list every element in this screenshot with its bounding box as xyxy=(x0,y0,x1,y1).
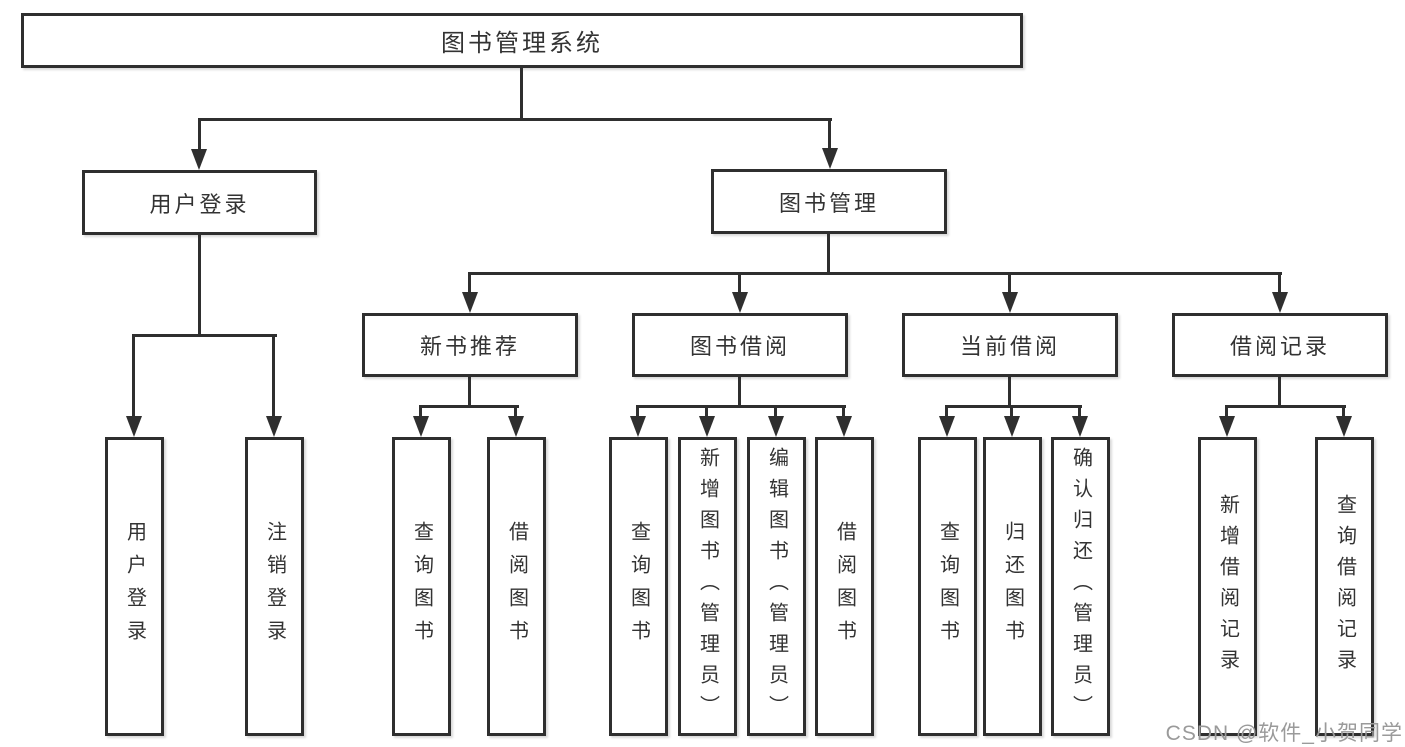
arrowhead xyxy=(1072,416,1088,437)
connector-line xyxy=(520,68,523,121)
watermark: CSDN @软件_小贺同学 xyxy=(1165,722,1403,745)
arrowhead xyxy=(1219,416,1235,437)
leaf-rec-borrow-book-label: 借阅图书 xyxy=(505,520,528,653)
arrowhead xyxy=(732,292,748,313)
connector-line xyxy=(827,234,830,275)
leaf-cb-query-book: 查询图书 xyxy=(918,437,977,736)
leaf-cb-return-book-label: 归还图书 xyxy=(1001,520,1024,653)
connector-line xyxy=(636,405,846,408)
arrowhead xyxy=(822,148,838,169)
leaf-bb-query-book: 查询图书 xyxy=(609,437,668,736)
arrowhead xyxy=(126,416,142,437)
leaf-user-login: 用户登录 xyxy=(105,437,164,736)
connector-line xyxy=(1225,405,1228,419)
leaf-br-query-record: 查询借阅记录 xyxy=(1315,437,1374,736)
connector-line xyxy=(828,118,831,151)
leaf-cb-confirm-return-admin: 确认归还（管理员） xyxy=(1051,437,1110,736)
leaf-rec-query-book-label: 查询图书 xyxy=(410,520,433,653)
connector-line xyxy=(1278,272,1281,294)
arrowhead xyxy=(1272,292,1288,313)
connector-line xyxy=(419,405,519,408)
leaf-bb-add-book-admin: 新增图书（管理员） xyxy=(678,437,737,736)
node-current-borrow: 当前借阅 xyxy=(902,313,1118,377)
arrowhead xyxy=(1002,292,1018,313)
connector-line xyxy=(1078,405,1081,419)
leaf-bb-query-book-label: 查询图书 xyxy=(627,520,650,653)
arrowhead xyxy=(462,292,478,313)
arrowhead xyxy=(1004,416,1020,437)
leaf-bb-edit-book-admin: 编辑图书（管理员） xyxy=(747,437,806,736)
connector-line xyxy=(842,405,845,419)
leaf-logout: 注销登录 xyxy=(245,437,304,736)
connector-line xyxy=(1008,377,1011,408)
connector-line xyxy=(514,405,517,419)
leaf-rec-borrow-book: 借阅图书 xyxy=(487,437,546,736)
connector-line xyxy=(132,334,277,337)
connector-line xyxy=(1342,405,1345,419)
arrowhead xyxy=(1336,416,1352,437)
connector-line xyxy=(132,334,135,419)
connector-line xyxy=(468,272,1282,275)
node-book-management: 图书管理 xyxy=(711,169,947,234)
arrowhead xyxy=(699,416,715,437)
connector-line xyxy=(774,405,777,419)
connector-line xyxy=(1010,405,1013,419)
leaf-bb-add-book-admin-label: 新增图书（管理员） xyxy=(696,447,719,726)
arrowhead xyxy=(836,416,852,437)
node-book-management-label: 图书管理 xyxy=(778,190,879,216)
node-root: 图书管理系统 xyxy=(21,13,1023,68)
arrowhead xyxy=(191,149,207,170)
node-borrow-records-label: 借阅记录 xyxy=(1229,334,1330,359)
leaf-br-query-record-label: 查询借阅记录 xyxy=(1333,493,1356,680)
connector-line xyxy=(1225,405,1346,408)
arrowhead xyxy=(939,416,955,437)
connector-line xyxy=(945,405,1082,408)
leaf-br-add-record-label: 新增借阅记录 xyxy=(1216,493,1239,680)
leaf-rec-query-book: 查询图书 xyxy=(392,437,451,736)
node-user-login: 用户登录 xyxy=(82,170,317,235)
connector-line xyxy=(1278,377,1281,408)
arrowhead xyxy=(768,416,784,437)
leaf-bb-edit-book-admin-label: 编辑图书（管理员） xyxy=(765,447,788,726)
connector-line xyxy=(468,377,471,408)
leaf-user-login-label: 用户登录 xyxy=(123,520,146,653)
node-new-book-recommend: 新书推荐 xyxy=(362,313,578,377)
node-book-borrow-label: 图书借阅 xyxy=(689,334,790,359)
connector-line xyxy=(419,405,422,419)
connector-line xyxy=(468,272,471,294)
node-borrow-records: 借阅记录 xyxy=(1172,313,1388,377)
node-book-borrow: 图书借阅 xyxy=(632,313,848,377)
leaf-br-add-record: 新增借阅记录 xyxy=(1198,437,1257,736)
node-current-borrow-label: 当前借阅 xyxy=(959,334,1060,359)
arrowhead xyxy=(508,416,524,437)
connector-line xyxy=(198,118,201,151)
connector-line xyxy=(705,405,708,419)
node-new-book-recommend-label: 新书推荐 xyxy=(419,334,520,359)
connector-line xyxy=(1008,272,1011,294)
connector-line xyxy=(636,405,639,419)
leaf-bb-borrow-book-label: 借阅图书 xyxy=(833,520,856,653)
leaf-cb-confirm-return-admin-label: 确认归还（管理员） xyxy=(1069,447,1092,726)
connector-line xyxy=(738,377,741,408)
connector-line xyxy=(738,272,741,294)
arrowhead xyxy=(630,416,646,437)
connector-line xyxy=(198,118,832,121)
arrowhead xyxy=(413,416,429,437)
node-user-login-label: 用户登录 xyxy=(149,191,250,217)
connector-line xyxy=(272,334,275,419)
leaf-logout-label: 注销登录 xyxy=(263,520,286,653)
arrowhead xyxy=(266,416,282,437)
leaf-cb-return-book: 归还图书 xyxy=(983,437,1042,736)
leaf-bb-borrow-book: 借阅图书 xyxy=(815,437,874,736)
node-root-label: 图书管理系统 xyxy=(441,30,603,57)
connector-line xyxy=(945,405,948,419)
leaf-cb-query-book-label: 查询图书 xyxy=(936,520,959,653)
connector-line xyxy=(198,234,201,337)
